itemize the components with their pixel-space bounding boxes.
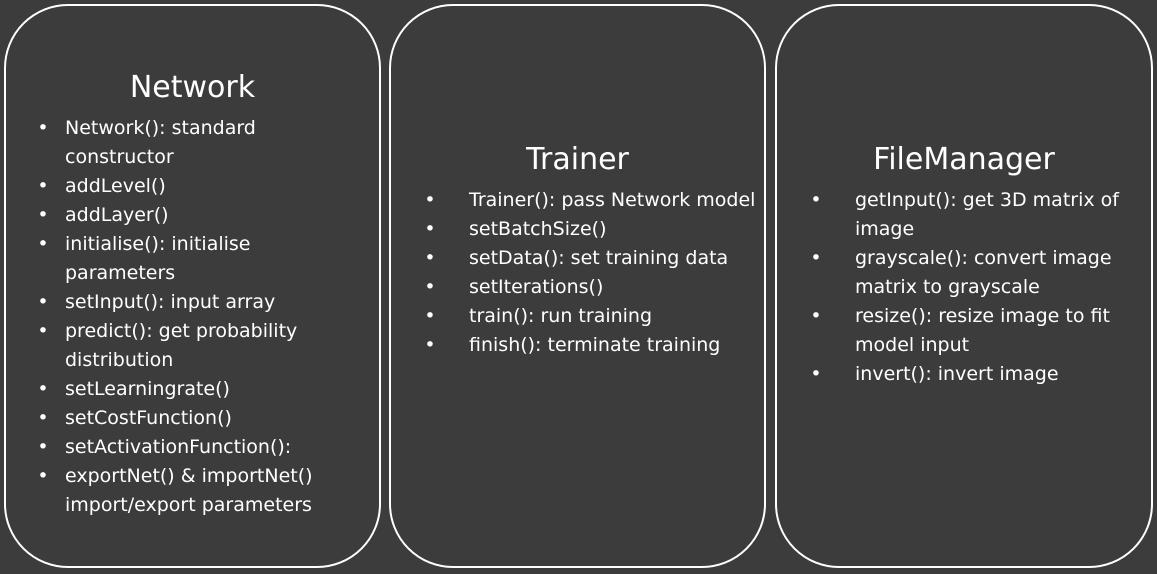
method-item: • invert(): invert image (807, 360, 1147, 389)
method-item: • setBatchSize() (421, 215, 761, 244)
method-label: setBatchSize() (469, 218, 607, 240)
method-item: • initialise(): initialise parameters (36, 230, 366, 288)
bullet-icon: • (424, 305, 436, 327)
filemanager-class-panel: FileManager • getInput(): get 3D matrix o… (775, 4, 1153, 568)
panel-title: Network (129, 70, 256, 105)
bullet-icon: • (37, 175, 49, 197)
bullet-icon: • (37, 465, 49, 487)
method-item: • Trainer(): pass Network model (421, 186, 761, 215)
method-label: getInput(): get 3D matrix of image (855, 189, 1119, 240)
method-item: • train(): run training (421, 302, 761, 331)
panel-title: FileManager (873, 142, 1055, 177)
method-label: setCostFunction() (65, 407, 232, 429)
method-label: resize(): resize image to fit model inpu… (855, 305, 1110, 356)
trainer-class-panel: Trainer • Trainer(): pass Network model •… (389, 4, 766, 568)
panel-title: Trainer (526, 142, 629, 177)
method-list: • Trainer(): pass Network model • setBatch… (421, 186, 761, 360)
method-label: addLayer() (65, 204, 169, 226)
method-label: setActivationFunction(): (65, 436, 292, 458)
method-label: initialise(): initialise parameters (65, 233, 251, 284)
bullet-icon: • (424, 189, 436, 211)
method-label: setLearningrate() (65, 378, 230, 400)
method-item: • finish(): terminate training (421, 331, 761, 360)
method-item: • setActivationFunction(): (36, 433, 366, 462)
bullet-icon: • (424, 218, 436, 240)
bullet-icon: • (37, 233, 49, 255)
method-list: • getInput(): get 3D matrix of image • gra… (807, 186, 1147, 389)
bullet-icon: • (37, 436, 49, 458)
method-label: predict(): get probability distribution (65, 320, 298, 371)
bullet-icon: • (37, 407, 49, 429)
bullet-icon: • (37, 378, 49, 400)
bullet-icon: • (37, 291, 49, 313)
method-label: finish(): terminate training (469, 334, 721, 356)
bullet-icon: • (424, 247, 436, 269)
method-item: • setInput(): input array (36, 288, 366, 317)
method-item: • addLayer() (36, 201, 366, 230)
method-item: • addLevel() (36, 172, 366, 201)
method-item: • setIterations() (421, 273, 761, 302)
method-label: Trainer(): pass Network model (469, 189, 756, 211)
bullet-icon: • (37, 117, 49, 139)
method-label: invert(): invert image (855, 363, 1059, 385)
method-label: grayscale(): convert image matrix to gra… (855, 247, 1112, 298)
bullet-icon: • (424, 276, 436, 298)
bullet-icon: • (37, 204, 49, 226)
method-item: • exportNet() & importNet() import/export… (36, 462, 366, 520)
bullet-icon: • (810, 305, 822, 327)
method-item: • setLearningrate() (36, 375, 366, 404)
method-label: setData(): set training data (469, 247, 729, 269)
method-label: Network(): standard constructor (65, 117, 256, 168)
bullet-icon: • (37, 320, 49, 342)
method-item: • grayscale(): convert image matrix to gr… (807, 244, 1147, 302)
network-class-panel: Network • Network(): standard constructor… (4, 4, 381, 568)
method-label: exportNet() & importNet() import/export … (65, 465, 313, 516)
bullet-icon: • (810, 189, 822, 211)
method-item: • setData(): set training data (421, 244, 761, 273)
method-label: addLevel() (65, 175, 166, 197)
bullet-icon: • (810, 363, 822, 385)
method-label: setIterations() (469, 276, 604, 298)
bullet-icon: • (424, 334, 436, 356)
method-item: • setCostFunction() (36, 404, 366, 433)
bullet-icon: • (810, 247, 822, 269)
method-item: • predict(): get probability distribution (36, 317, 366, 375)
method-item: • resize(): resize image to fit model inp… (807, 302, 1147, 360)
method-item: • Network(): standard constructor (36, 114, 366, 172)
method-item: • getInput(): get 3D matrix of image (807, 186, 1147, 244)
method-list: • Network(): standard constructor • addLev… (36, 114, 366, 520)
method-label: train(): run training (469, 305, 653, 327)
method-label: setInput(): input array (65, 291, 276, 313)
